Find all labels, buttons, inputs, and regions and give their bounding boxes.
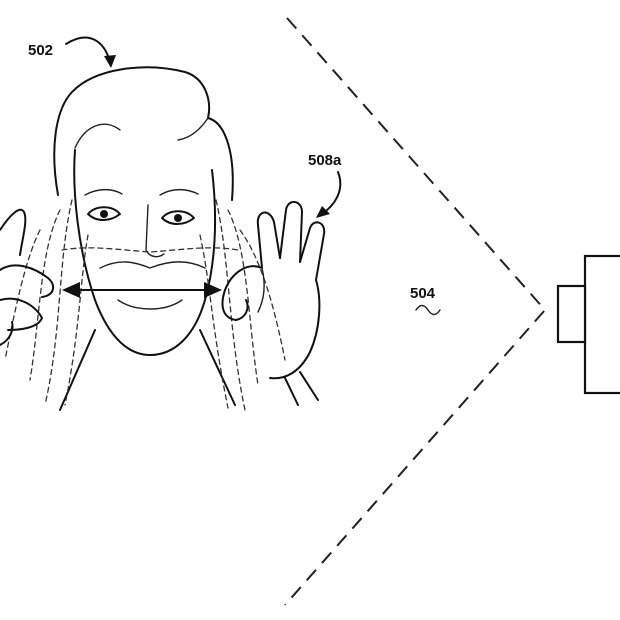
trace-right-3 <box>199 234 229 409</box>
trace-left-2 <box>44 199 73 406</box>
motion-traces <box>4 199 286 411</box>
hair-curl-line <box>177 117 209 141</box>
gesture-arrow-right-head <box>204 282 222 298</box>
trace-left-1 <box>29 209 61 381</box>
right-hand-thumb <box>221 289 249 321</box>
trace-right-1 <box>227 209 259 386</box>
leader-508a <box>321 171 342 215</box>
gesture-arrow <box>62 282 222 298</box>
neck-left <box>59 329 96 411</box>
face-outline <box>73 149 217 356</box>
right-hand-outer <box>269 279 321 380</box>
leader-508a-arrowhead <box>316 206 330 218</box>
camera-body <box>583 254 620 395</box>
trace-right-2 <box>215 199 246 411</box>
right-eye <box>161 210 195 225</box>
right-eyebrow <box>159 188 199 196</box>
tilde-icon <box>415 304 441 316</box>
gesture-arrow-left-head <box>62 282 80 298</box>
neck-right <box>199 329 236 406</box>
right-wrist <box>284 371 319 406</box>
left-hand-finger-top <box>0 208 27 256</box>
left-hand-finger-low <box>0 297 43 331</box>
left-hand-palm <box>0 321 14 346</box>
right-pupil <box>174 214 182 222</box>
hair-outline <box>53 66 234 201</box>
leader-502-arrowhead <box>104 55 116 68</box>
nose <box>145 204 165 258</box>
left-hand-finger-mid <box>0 264 55 298</box>
moustache <box>99 261 206 269</box>
left-eyebrow <box>84 188 123 196</box>
right-hand-crease <box>257 267 265 313</box>
trace-left-4 <box>4 229 41 361</box>
left-hand <box>0 208 55 346</box>
right-hand-ring <box>299 221 326 281</box>
leader-502 <box>65 36 111 63</box>
field-of-view-rays <box>284 17 547 606</box>
trace-left-3 <box>64 234 89 406</box>
mouth <box>117 299 183 310</box>
label-504: 504 <box>410 285 436 302</box>
person-head <box>53 66 236 411</box>
trace-horizontal <box>61 247 239 253</box>
camera-device-icon <box>556 254 620 395</box>
right-hand-middle <box>279 201 303 263</box>
left-pupil <box>100 210 108 218</box>
label-508a: 508a <box>308 152 342 169</box>
left-eye <box>87 206 121 221</box>
right-hand <box>221 201 326 406</box>
label-502: 502 <box>28 42 53 59</box>
camera-lens <box>556 284 587 344</box>
trace-right-4 <box>239 229 286 361</box>
hair-part-line <box>74 123 121 149</box>
right-hand-index <box>224 211 281 291</box>
